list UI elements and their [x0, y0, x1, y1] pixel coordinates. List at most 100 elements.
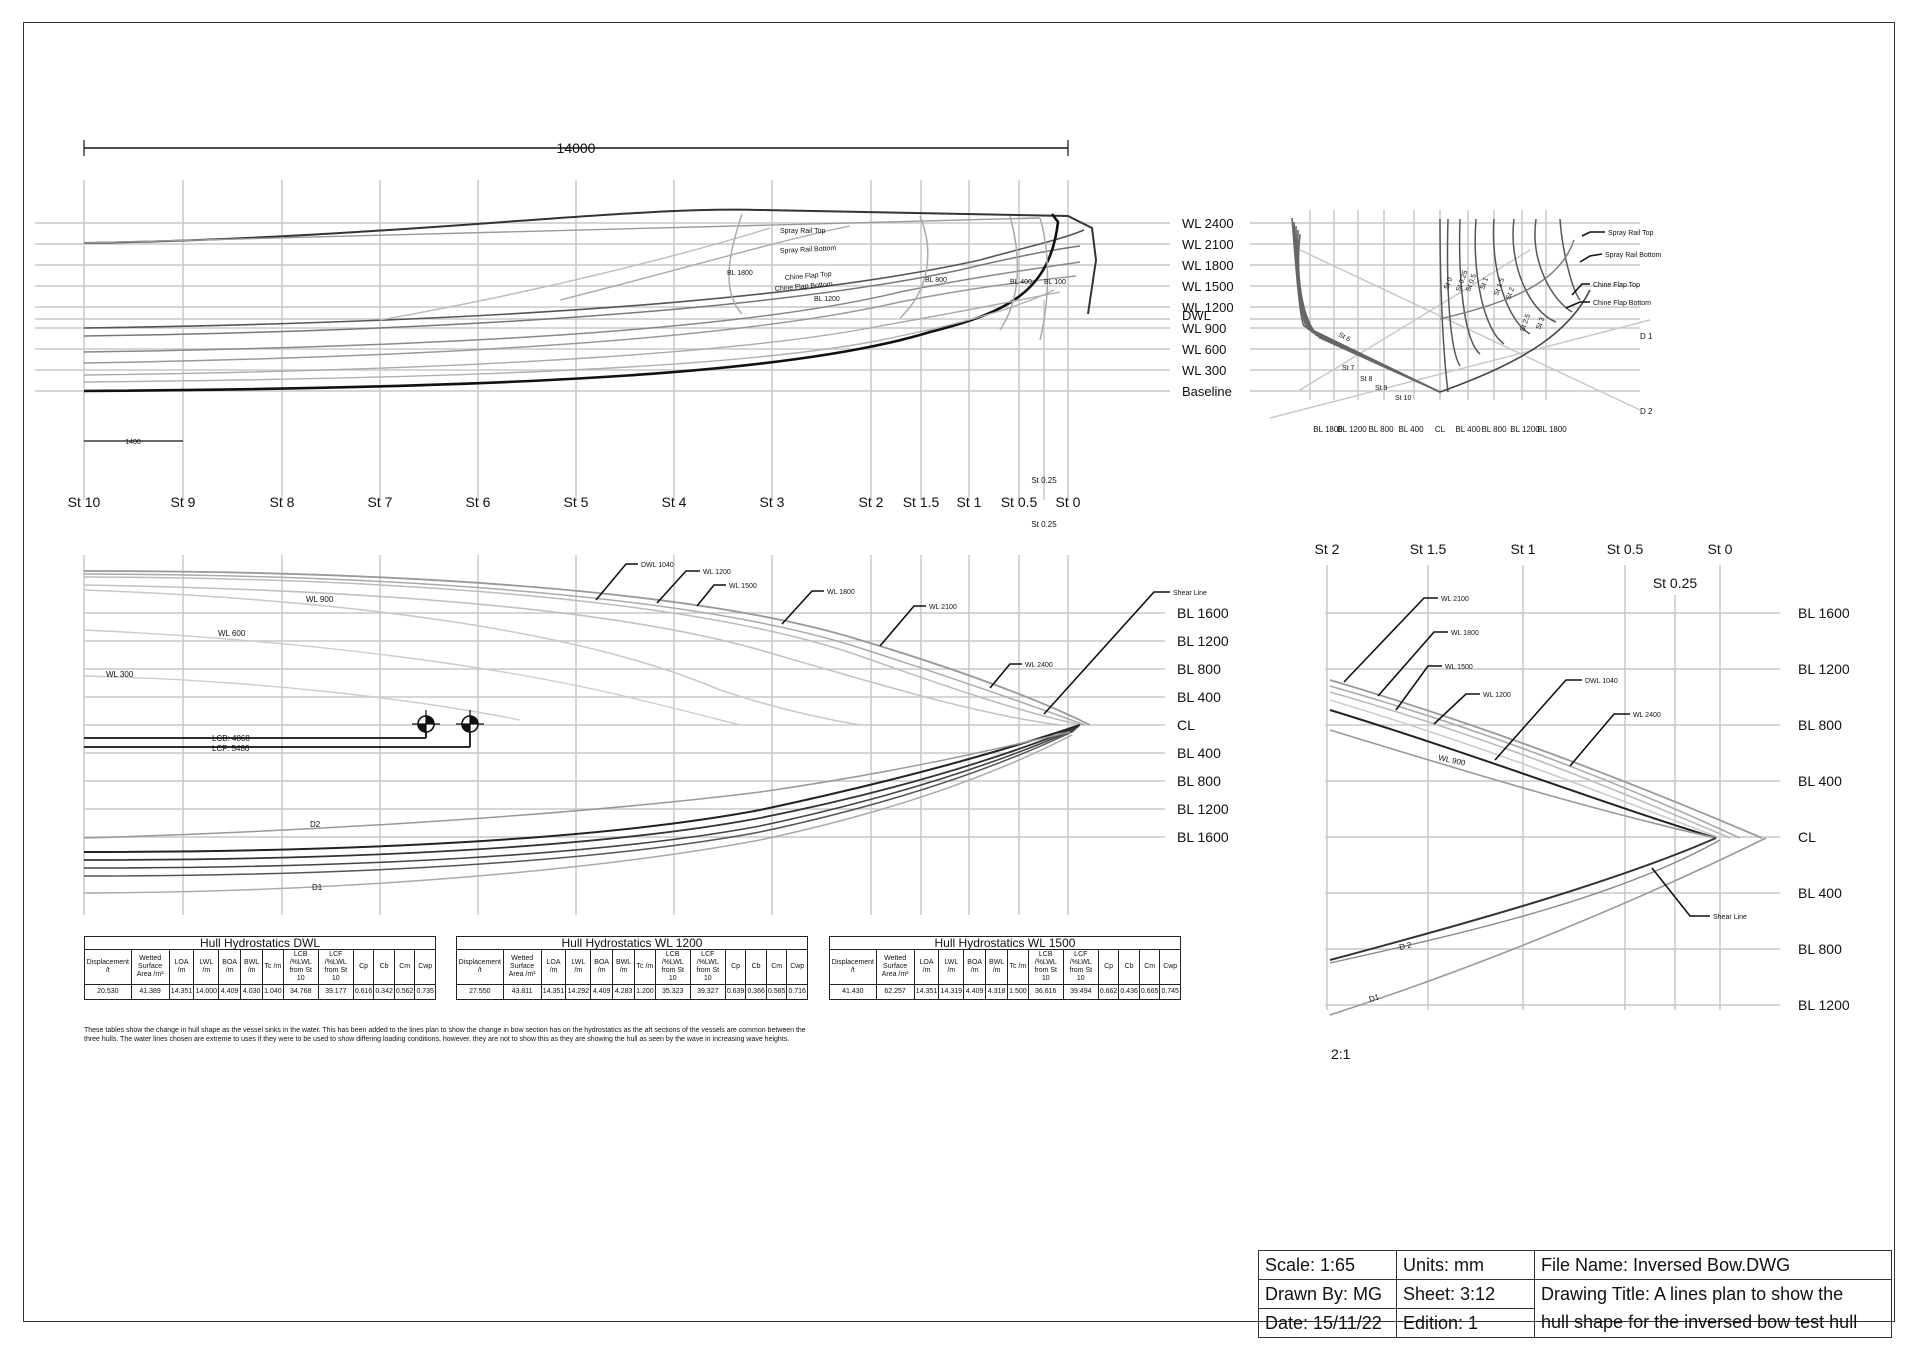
plan-buttock-label: BL 1600	[1177, 829, 1229, 845]
aft-station-label: St 6	[1337, 332, 1351, 344]
body-plan-buttock-label: BL 800	[1481, 425, 1507, 434]
hydrostatics-header-cell: Displacement /t	[84, 949, 132, 985]
forward-section	[1534, 218, 1573, 313]
hydrostatics-value-cell: 39.494	[1062, 984, 1099, 1000]
spray-rail-top-label: Spray Rail Top	[780, 228, 826, 235]
leader-line	[1579, 253, 1603, 263]
hydrostatics-header-cell: Cp	[352, 949, 375, 985]
bl400-label: BL 400	[1010, 279, 1032, 286]
leader-line	[1433, 693, 1480, 725]
plan-wl1800	[83, 576, 1083, 726]
hydrostatics-header-cell: Tc /m	[634, 949, 656, 985]
profile-waterline-label: WL 1200	[1182, 300, 1234, 315]
hydrostatics-value-cell: 0.585	[765, 984, 788, 1000]
hydrostatics-value-cell: 20.530	[84, 984, 132, 1000]
plan-lower-4	[83, 730, 1075, 877]
plan-d1	[83, 734, 1073, 894]
hydrostatics-header-cell: BOA /m	[590, 949, 614, 985]
plan-wl1500-label: WL 1500	[729, 583, 757, 590]
plan-shear-line-label: Shear Line	[1173, 590, 1207, 597]
detail-station-label: St 0.5	[1607, 541, 1644, 557]
plan-buttock-label: BL 400	[1177, 689, 1221, 705]
detail-buttock-label: BL 1600	[1798, 605, 1850, 621]
leader-line	[1494, 679, 1582, 761]
detail-wl2400-label: WL 2400	[1633, 712, 1661, 719]
detail-wl900-label: WL 900	[1438, 753, 1467, 768]
hydrostatics-header-cell: Cb	[745, 949, 767, 985]
hydrostatics-value-cell: 0.436	[1118, 984, 1140, 1000]
hydrostatics-table-title: Hull Hydrostatics WL 1500	[829, 936, 1181, 950]
body-dwl	[1439, 239, 1575, 320]
hydrostatics-header-cell: LOA /m	[540, 949, 567, 985]
hydrostatics-header-cell: Wetted Surface Area /m²	[130, 949, 170, 985]
plan-wl900	[83, 589, 861, 726]
title-edition: Edition: 1	[1396, 1308, 1535, 1338]
bp-chine-flap-bottom-label: Chine Flap Bottom	[1593, 300, 1651, 307]
leader-line	[1565, 301, 1590, 309]
keel-stem-line	[83, 213, 1060, 393]
hydrostatics-header-cell: LWL /m	[565, 949, 592, 985]
hydrostatics-value-cell: 39.327	[689, 984, 726, 1000]
station-label-025-top: St 0.25	[1031, 476, 1057, 485]
body-keel-chine	[1439, 289, 1591, 393]
aft-station-label: St 9	[1375, 385, 1388, 392]
hydrostatics-header-cell: LWL /m	[938, 949, 965, 985]
title-units: Units: mm	[1396, 1250, 1535, 1280]
forward-station-label: St 2.5	[1519, 313, 1532, 333]
body-plan-buttock-label: CL	[1435, 425, 1446, 434]
leader-line	[1377, 631, 1448, 697]
station-label: St 9	[171, 494, 196, 510]
forward-section	[1492, 218, 1531, 335]
forward-station-label: St 3	[1535, 316, 1546, 330]
hydrostatics-header-cell: Cp	[724, 949, 747, 985]
plan-d2	[83, 731, 1071, 839]
aft-section	[1296, 229, 1441, 393]
forward-section	[1439, 218, 1449, 393]
overall-dimension-label: 14000	[557, 140, 596, 156]
detail-wl900	[1329, 729, 1717, 839]
chine-flap-top	[83, 261, 1081, 353]
hydrostatics-header-cell: LCB /%LWL from St 10	[654, 949, 691, 985]
station-label: St 1.5	[903, 494, 940, 510]
plan-lower-3	[83, 728, 1077, 869]
hydrostatics-value-cell: 4.283	[612, 984, 636, 1000]
body-plan-buttock-label: BL 1800	[1313, 425, 1343, 434]
bl100-label: BL 100	[1044, 279, 1066, 286]
hydrostatics-value-cell: 0.639	[724, 984, 747, 1000]
station-label: St 7	[368, 494, 393, 510]
hydrostatics-table-title: Hull Hydrostatics DWL	[84, 936, 436, 950]
hydrostatics-value-cell: 4.409	[218, 984, 242, 1000]
leader-line	[696, 584, 726, 607]
body-plan-buttock-label: BL 1200	[1510, 425, 1540, 434]
station-label: St 10	[68, 494, 101, 510]
diagonal-d2-label: D 2	[1640, 407, 1653, 416]
forward-section	[1474, 218, 1505, 345]
detail-wl2	[1329, 691, 1731, 839]
hydrostatics-header-cell: Cm	[393, 949, 416, 985]
hydrostatics-header-cell: Cwp	[1159, 949, 1181, 985]
hydrostatics-header-cell: Cwp	[786, 949, 808, 985]
hydrostatics-header-cell: BOA /m	[218, 949, 242, 985]
detail-station-025-label: St 0.25	[1653, 575, 1698, 591]
title-sheet: Sheet: 3:12	[1396, 1279, 1535, 1309]
leader-line	[781, 590, 824, 625]
body-plan-diagonal	[1299, 249, 1641, 411]
bp-spray-rail-bottom-label: Spray Rail Bottom	[1605, 252, 1662, 259]
forward-station-label: St 1.5	[1493, 277, 1506, 297]
plan-wl900-label: WL 900	[306, 595, 334, 604]
title-drawing-title-1: Drawing Title: A lines plan to show the	[1534, 1279, 1892, 1309]
profile-waterline-label: Baseline	[1182, 384, 1232, 399]
plan-buttock-label: BL 800	[1177, 773, 1221, 789]
detail-buttock-label: BL 1200	[1798, 661, 1850, 677]
station-label: St 4	[662, 494, 687, 510]
hydrostatics-header-cell: Cwp	[414, 949, 436, 985]
hydrostatics-value-cell: 1.500	[1007, 984, 1029, 1000]
hydrostatics-header-cell: LOA /m	[168, 949, 195, 985]
sheer-line	[83, 208, 1098, 315]
hydrostatics-value-cell: 1.040	[262, 984, 284, 1000]
hydrostatics-header-cell: Tc /m	[1007, 949, 1029, 985]
plan-buttock-label: BL 400	[1177, 745, 1221, 761]
hydrostatics-table-title: Hull Hydrostatics WL 1200	[456, 936, 808, 950]
